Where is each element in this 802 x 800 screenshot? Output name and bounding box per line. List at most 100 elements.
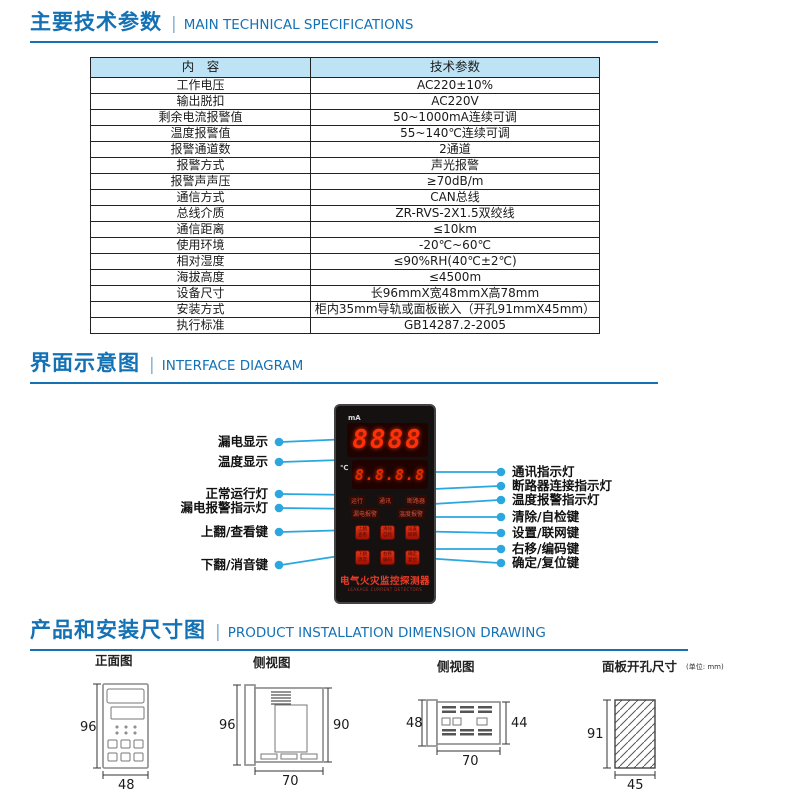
button-text: 消音 [358, 557, 367, 563]
ma-unit-label: mA [348, 414, 361, 422]
unit-note: (单位: mm) [686, 663, 724, 671]
leader-dot [496, 558, 506, 568]
leader-dot [274, 457, 284, 467]
spec-name-cell: 安装方式 [90, 301, 311, 318]
leakage-display-digits: 8888 [352, 425, 423, 455]
side-view-2-title: 侧视图 [437, 659, 475, 674]
celsius-unit-label: ℃ [340, 464, 349, 472]
panel-flange [244, 684, 256, 766]
leader-dot [274, 437, 284, 447]
leader-dot [496, 528, 506, 538]
spec-value-cell: ≤4500m [310, 269, 600, 286]
leader-dot [274, 560, 284, 570]
label-breaker-light: 断路器连接指示灯 [512, 478, 613, 493]
label-temp-alarm-light: 温度报警指示灯 [512, 492, 600, 507]
side1-width-dim: 70 [282, 774, 299, 789]
display-window-1 [106, 688, 145, 704]
dimensions-title-en: PRODUCT INSTALLATION DIMENSION DRAWING [227, 625, 546, 641]
side-view-1-title: 侧视图 [253, 655, 291, 670]
side2-right-dim: 44 [511, 716, 528, 731]
button-text: 编码 [383, 557, 392, 563]
vent-lines [271, 691, 291, 705]
spec-value-cell: ≤90%RH(40℃±2℃) [310, 253, 600, 270]
up-view-button: 上翻 查看 [355, 525, 370, 540]
detector-device-panel: mA 8888 ℃ 8.8.8.8 运行 通讯 断路器 漏电报警 温度报警 上翻… [334, 404, 436, 604]
front-view-title: 正面图 [95, 653, 133, 668]
button-text: 自检 [383, 532, 392, 538]
side-view-drawing-2: 侧视图 48 44 70 [405, 648, 545, 798]
leader-dot [496, 544, 506, 554]
spec-value-cell: 2通道 [310, 141, 600, 158]
label-leakage-alarm-light: 漏电报警指示灯 [180, 500, 268, 515]
leader-line [280, 459, 341, 463]
leakage-display-screen: 8888 [347, 423, 428, 457]
spec-value-cell: GB14287.2-2005 [310, 317, 600, 334]
table-row: 安装方式柜内35mm导轨或面板嵌入（开孔91mmX45mm） [90, 301, 600, 318]
table-row: 报警方式声光报警 [90, 157, 600, 174]
label-confirm-reset-key: 确定/复位键 [512, 555, 580, 570]
cutout-width-dim: 45 [627, 778, 644, 793]
spec-table-header-row: 内 容 技术参数 [90, 57, 600, 78]
table-row: 报警声声压≥70dB/m [90, 173, 600, 190]
dimension-lines [418, 699, 510, 755]
clear-selfcheck-button: 清除 自检 [380, 525, 395, 540]
temperature-display-digits: 8.8.8.8 [354, 465, 426, 484]
spec-value-cell: -20℃~60℃ [310, 237, 600, 254]
leader-dot [274, 503, 284, 513]
device-body [254, 687, 324, 763]
front-height-dim: 96 [80, 720, 97, 735]
label-comm-light: 通讯指示灯 [512, 464, 575, 479]
device-button-row-1: 上翻 查看 清除 自检 设置 联网 [355, 525, 420, 540]
spec-value-cell: CAN总线 [310, 189, 600, 206]
panel-cutout-title: 面板开孔尺寸 [602, 659, 678, 674]
table-row: 设备尺寸长96mmX宽48mmX高78mm [90, 285, 600, 302]
label-clear-selfcheck-key: 清除/自检键 [512, 509, 580, 524]
temp-alarm-indicator: 温度报警 [396, 508, 425, 519]
spec-value-cell: AC220±10% [310, 77, 600, 94]
button-text: 下翻 [358, 552, 367, 558]
table-row: 相对湿度≤90%RH(40℃±2℃) [90, 253, 600, 270]
interface-title-cn: 界面示意图 [30, 351, 140, 375]
spec-value-cell: 长96mmX宽48mmX高78mm [310, 285, 600, 302]
leader-dot [274, 527, 284, 537]
interface-title-en: INTERFACE DIAGRAM [161, 358, 304, 374]
table-row: 海拔高度≤4500m [90, 269, 600, 286]
breaker-indicator: 断路器 [404, 495, 427, 506]
spec-name-cell: 总线介质 [90, 205, 311, 222]
spec-value-cell: 55~140℃连续可调 [310, 125, 600, 142]
spec-name-cell: 通信距离 [90, 221, 311, 238]
bottom-slot-bars [442, 729, 492, 736]
label-temperature-display: 温度显示 [217, 454, 268, 469]
button-squares [107, 739, 144, 762]
right-encode-button: 右移 编码 [380, 550, 395, 565]
down-mute-button: 下翻 消音 [355, 550, 370, 565]
device-button-row-2: 下翻 消音 右移 编码 确定 复位 [355, 550, 420, 565]
spec-value-cell: 声光报警 [310, 157, 600, 174]
table-row: 通信距离≤10km [90, 221, 600, 238]
display-window-2 [110, 706, 145, 720]
spec-name-cell: 执行标准 [90, 317, 311, 334]
front-width-dim: 48 [118, 778, 135, 793]
spec-value-cell: 柜内35mm导轨或面板嵌入（开孔91mmX45mm） [310, 301, 600, 318]
spec-header-name: 内 容 [90, 57, 311, 78]
specs-title-cn: 主要技术参数 [30, 10, 162, 34]
spec-header-value: 技术参数 [310, 57, 600, 78]
device-brand-en: LEAKAGE CURRENT DETECTORS [347, 587, 423, 592]
label-up-view-key: 上翻/查看键 [200, 524, 268, 539]
button-text: 清除 [383, 527, 392, 533]
title-divider: | [171, 14, 177, 34]
spec-name-cell: 温度报警值 [90, 125, 311, 142]
button-text: 上翻 [358, 527, 367, 533]
set-network-button: 设置 联网 [405, 525, 420, 540]
spec-name-cell: 通信方式 [90, 189, 311, 206]
section-header-specs: 主要技术参数 | MAIN TECHNICAL SPECIFICATIONS [30, 6, 658, 43]
spec-name-cell: 设备尺寸 [90, 285, 311, 302]
terminal-blocks [260, 753, 318, 760]
label-leakage-display: 漏电显示 [217, 434, 268, 449]
spec-value-cell: 50~1000mA连续可调 [310, 109, 600, 126]
